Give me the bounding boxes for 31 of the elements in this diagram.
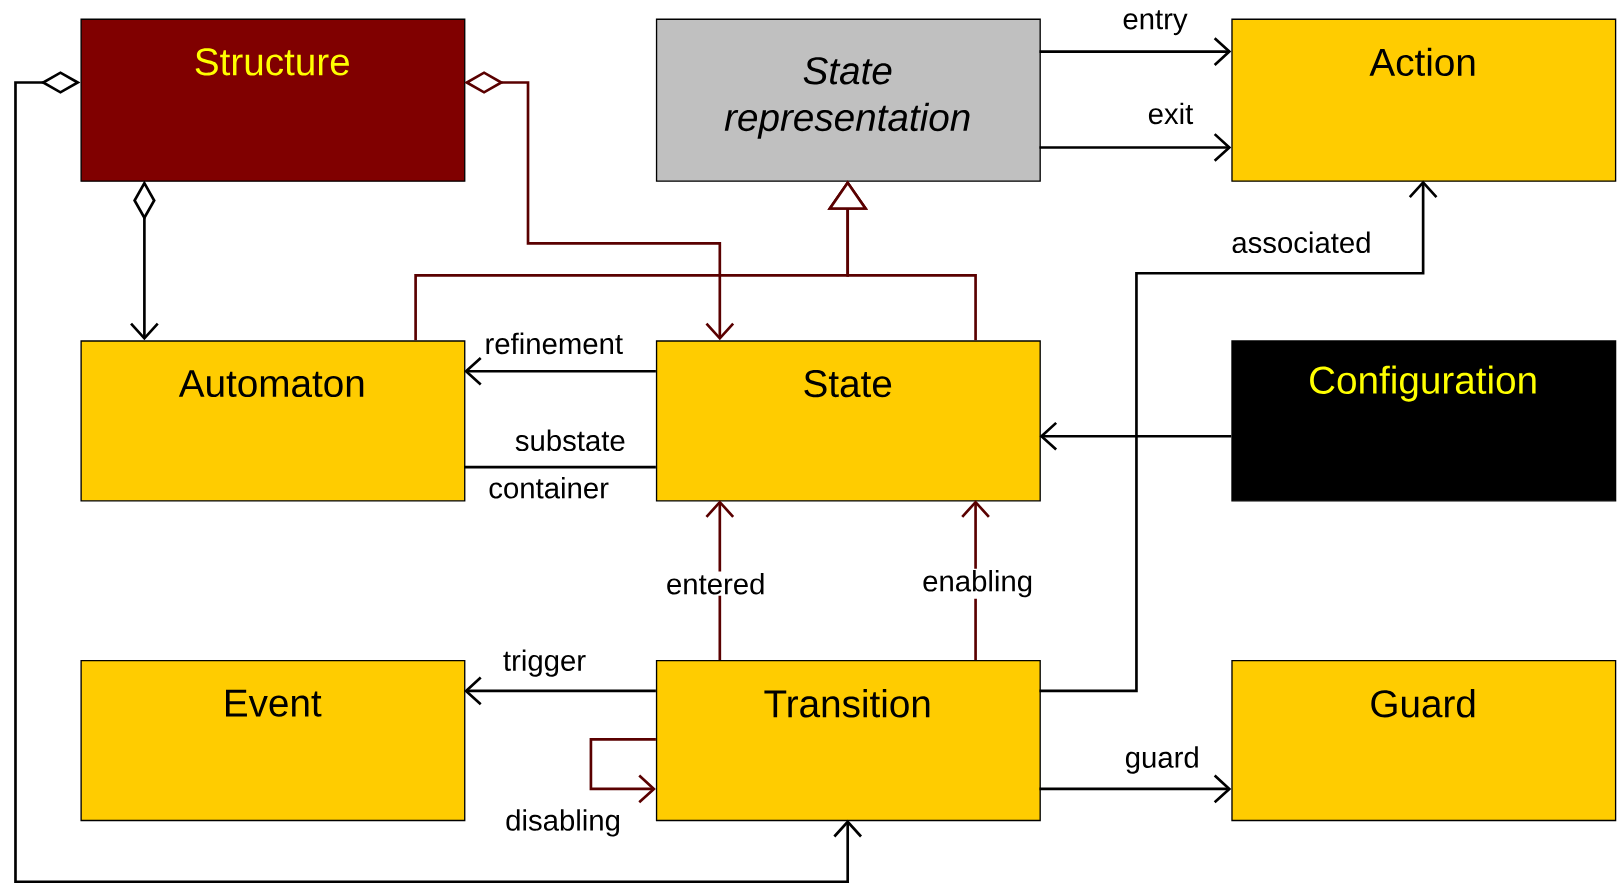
class-box: Transition — [655, 660, 1041, 822]
class-box: Automaton — [80, 340, 466, 502]
edge-label: guard — [1123, 745, 1202, 776]
aggregation-arrow — [14, 71, 862, 884]
class-box: Guard — [1231, 660, 1617, 822]
arrow — [464, 676, 656, 706]
edge-label: exit — [1146, 101, 1195, 126]
edge-label: entry — [1121, 8, 1189, 37]
class-box: Action — [1231, 18, 1617, 182]
class-box: Structure — [80, 18, 466, 182]
arrow — [1039, 180, 1438, 693]
arrow — [1039, 37, 1232, 66]
class-box: Event — [80, 660, 466, 822]
edge-label: disabling — [503, 808, 623, 839]
class-box: State representation — [655, 18, 1041, 182]
arrow — [464, 357, 656, 386]
class-box: Configuration — [1231, 340, 1617, 502]
edge-label: entered — [664, 571, 767, 596]
association-line — [464, 465, 656, 469]
edge-label: refinement — [483, 331, 625, 356]
class-box: State — [655, 340, 1041, 502]
arrow — [1039, 133, 1232, 162]
edge-label: associated — [1230, 230, 1373, 255]
arrow — [705, 500, 735, 661]
arrow — [1039, 422, 1232, 451]
role-label: container — [489, 477, 609, 499]
edge-label: substate — [513, 428, 628, 453]
arrow — [589, 738, 656, 804]
arrow — [1039, 774, 1232, 804]
edge-label: trigger — [501, 648, 588, 679]
edge-label: enabling — [920, 568, 1035, 599]
